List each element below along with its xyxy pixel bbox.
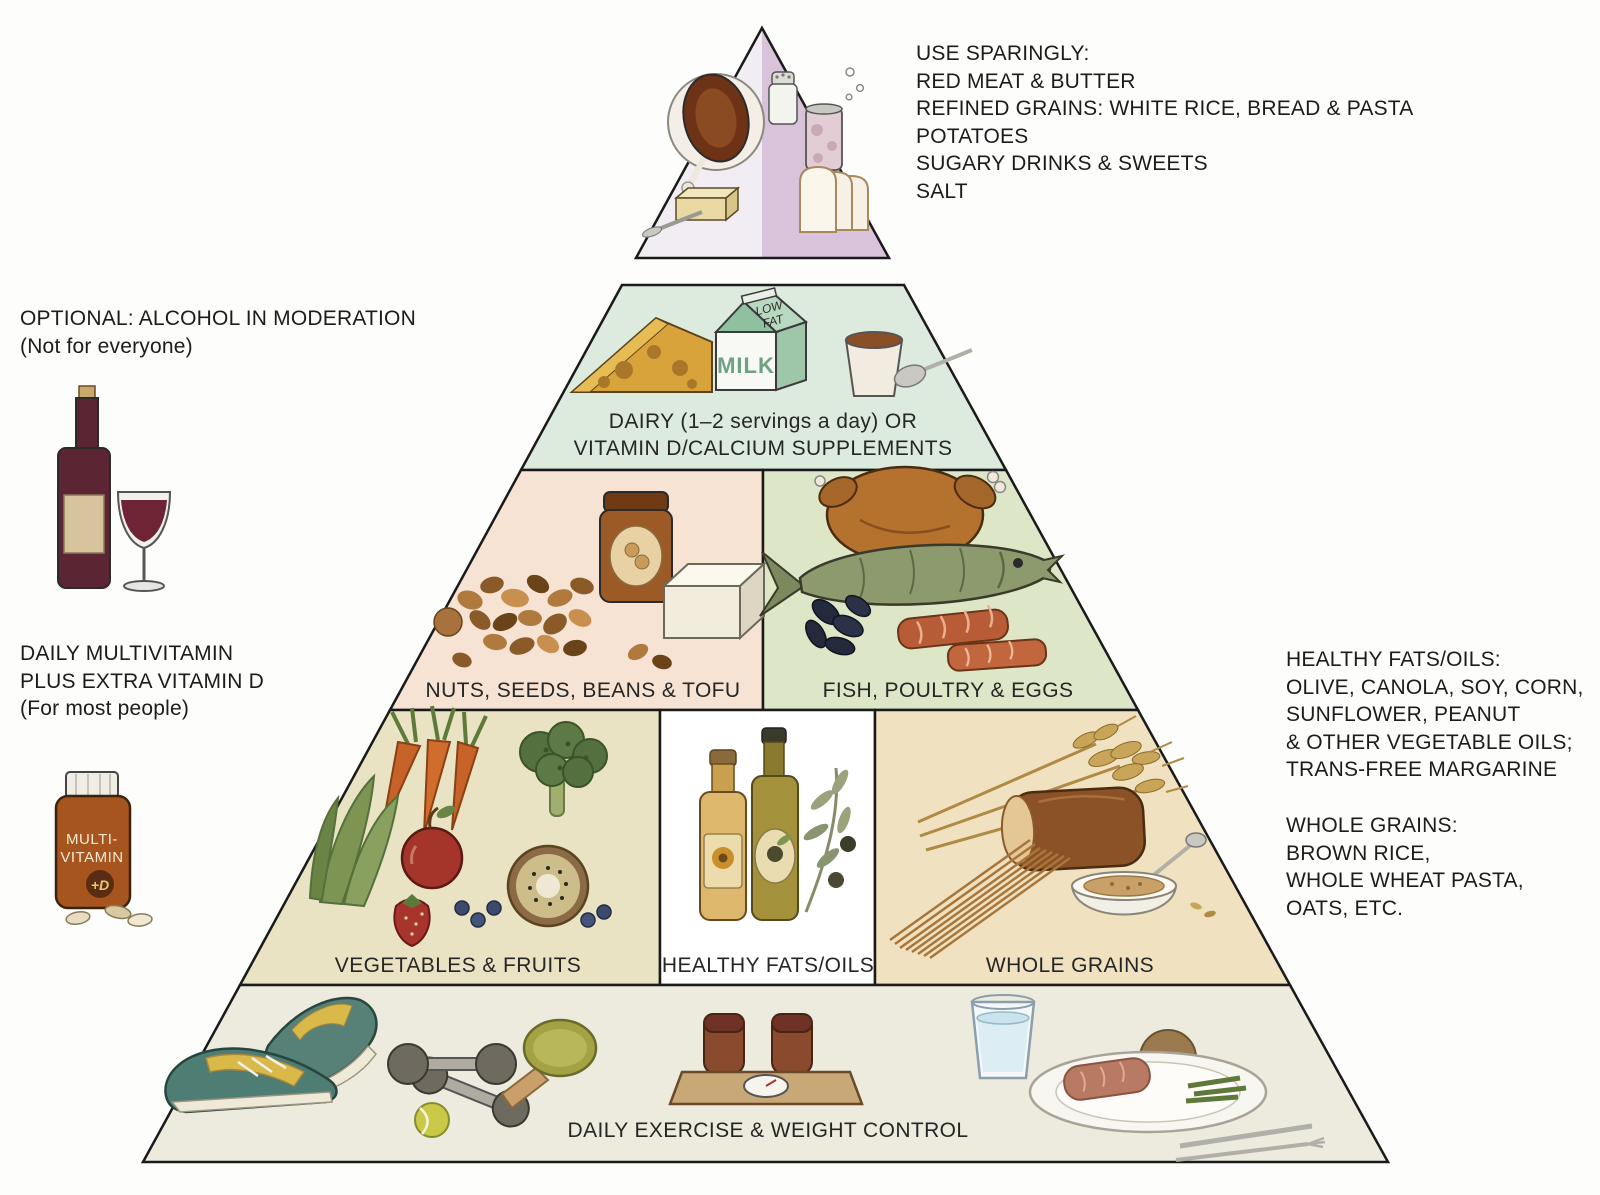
- milk-carton-front-text: MILK: [717, 353, 775, 378]
- alcohol-line-1: OPTIONAL: ALCOHOL IN MODERATION: [20, 307, 416, 330]
- milk-carton-icon: LOW FAT MILK: [713, 287, 808, 392]
- healthy-fats-line-4: & OTHER VEGETABLE OILS;: [1286, 730, 1573, 754]
- pills-icon: [65, 904, 153, 927]
- tofu-icon: [661, 561, 767, 641]
- use-sparingly-line-2: RED MEAT & BUTTER: [916, 69, 1136, 93]
- healthy-fats-line-3: SUNFLOWER, PEANUT: [1286, 703, 1521, 726]
- cereal-bowl-icon: [1070, 832, 1216, 918]
- dumbbells-icon: [387, 1043, 530, 1128]
- cutlery-icon: [1175, 1123, 1326, 1162]
- water-glass-icon: [970, 994, 1036, 1080]
- use-sparingly-note: USE SPARINGLY: RED MEAT & BUTTER REFINED…: [916, 40, 1414, 205]
- vitamin-bottle-icon: MULTI- VITAMIN +D: [54, 771, 132, 910]
- spoon-icon: [893, 348, 973, 388]
- use-sparingly-line-5: SUGARY DRINKS & SWEETS: [916, 152, 1208, 175]
- healthy-fats-line-2: OLIVE, CANOLA, SOY, CORN,: [1286, 675, 1584, 699]
- white-bread-icon: [799, 165, 869, 233]
- use-sparingly-line-6: SALT: [916, 179, 968, 203]
- whole-grains-label: WHOLE GRAINS: [985, 954, 1155, 977]
- nuts-label: NUTS, SEEDS, BEANS & TOFU: [425, 679, 741, 702]
- fish-icon: [759, 543, 1066, 617]
- greens-icon: [308, 773, 400, 908]
- olive-oil-bottle-icon: [751, 727, 799, 921]
- use-sparingly-line-4: POTATOES: [916, 124, 1029, 148]
- whole-grains-line-2: BROWN RICE,: [1286, 841, 1431, 865]
- scale-icon: [668, 1013, 864, 1106]
- broccoli-icon: [519, 721, 608, 817]
- use-sparingly-line-3: REFINED GRAINS: WHITE RICE, BREAD & PAST…: [916, 97, 1414, 120]
- healthy-fats-line-1: HEALTHY FATS/OILS:: [1286, 648, 1501, 671]
- healthy-fats-line-5: TRANS-FREE MARGARINE: [1286, 758, 1558, 781]
- butter-icon: [642, 186, 741, 238]
- vitamin-badge-text: +D: [91, 877, 109, 893]
- wine-glass-icon: [116, 491, 172, 592]
- wine-bottle-icon: [57, 385, 111, 589]
- fish-label: FISH, POULTRY & EGGS: [822, 679, 1074, 702]
- bread-loaf-icon: [1000, 786, 1146, 872]
- cheese-icon: [569, 316, 713, 393]
- whole-grains-line-3: WHOLE WHEAT PASTA,: [1286, 869, 1524, 892]
- olive-branch-icon: [803, 767, 856, 913]
- dairy-label-line-2: VITAMIN D/CALCIUM SUPPLEMENTS: [573, 437, 953, 460]
- vitamin-label-line1: MULTI-: [66, 831, 118, 848]
- healthy-fats-label: HEALTHY FATS/OILS: [661, 954, 875, 977]
- paddle-icon: [500, 1018, 598, 1110]
- whole-grains-note: WHOLE GRAINS: BROWN RICE, WHOLE WHEAT PA…: [1286, 812, 1524, 922]
- multivitamin-note: DAILY MULTIVITAMIN PLUS EXTRA VITAMIN D …: [20, 640, 264, 723]
- apple-icon: [400, 805, 464, 890]
- sunflower-oil-bottle-icon: [699, 749, 747, 921]
- salt-shaker-icon: [768, 71, 798, 125]
- alcohol-line-2: (Not for everyone): [20, 334, 193, 358]
- vitamin-label-line2: VITAMIN: [60, 849, 123, 866]
- red-meat-icon: [667, 73, 765, 195]
- spaghetti-icon: [889, 838, 1071, 960]
- multivitamin-line-3: (For most people): [20, 697, 190, 720]
- exercise-label: DAILY EXERCISE & WEIGHT CONTROL: [567, 1119, 969, 1142]
- salmon-icon: [897, 604, 1048, 672]
- dairy-label-line-1: DAIRY (1–2 servings a day) OR: [608, 410, 918, 433]
- sneakers-icon: [164, 996, 378, 1114]
- mussels-icon: [805, 594, 872, 656]
- soda-can-icon: [805, 67, 865, 171]
- kiwi-icon: [506, 844, 590, 928]
- blueberries-icon: [454, 900, 612, 928]
- multivitamin-line-1: DAILY MULTIVITAMIN: [20, 642, 234, 665]
- alcohol-note: OPTIONAL: ALCOHOL IN MODERATION (Not for…: [20, 305, 416, 360]
- turkey-icon: [814, 465, 1007, 565]
- strawberry-icon: [393, 894, 431, 948]
- whole-grains-line-4: OATS, ETC.: [1286, 896, 1404, 920]
- healthy-fats-note: HEALTHY FATS/OILS: OLIVE, CANOLA, SOY, C…: [1286, 646, 1584, 784]
- meal-plate-icon: [1028, 1029, 1268, 1134]
- multivitamin-line-2: PLUS EXTRA VITAMIN D: [20, 669, 264, 693]
- peanut-butter-jar-icon: [599, 491, 673, 603]
- milk-carton-top-text-2: FAT: [761, 311, 786, 330]
- yogurt-icon: [844, 331, 904, 397]
- whole-grains-line-1: WHOLE GRAINS:: [1286, 814, 1458, 837]
- dairy-label: DAIRY (1–2 servings a day) OR VITAMIN D/…: [574, 408, 953, 462]
- carrots-icon: [381, 705, 488, 835]
- tennis-ball-icon: [414, 1102, 450, 1138]
- vegetables-label: VEGETABLES & FRUITS: [334, 954, 582, 977]
- nuts-icon: [433, 574, 672, 670]
- use-sparingly-line-1: USE SPARINGLY:: [916, 42, 1090, 65]
